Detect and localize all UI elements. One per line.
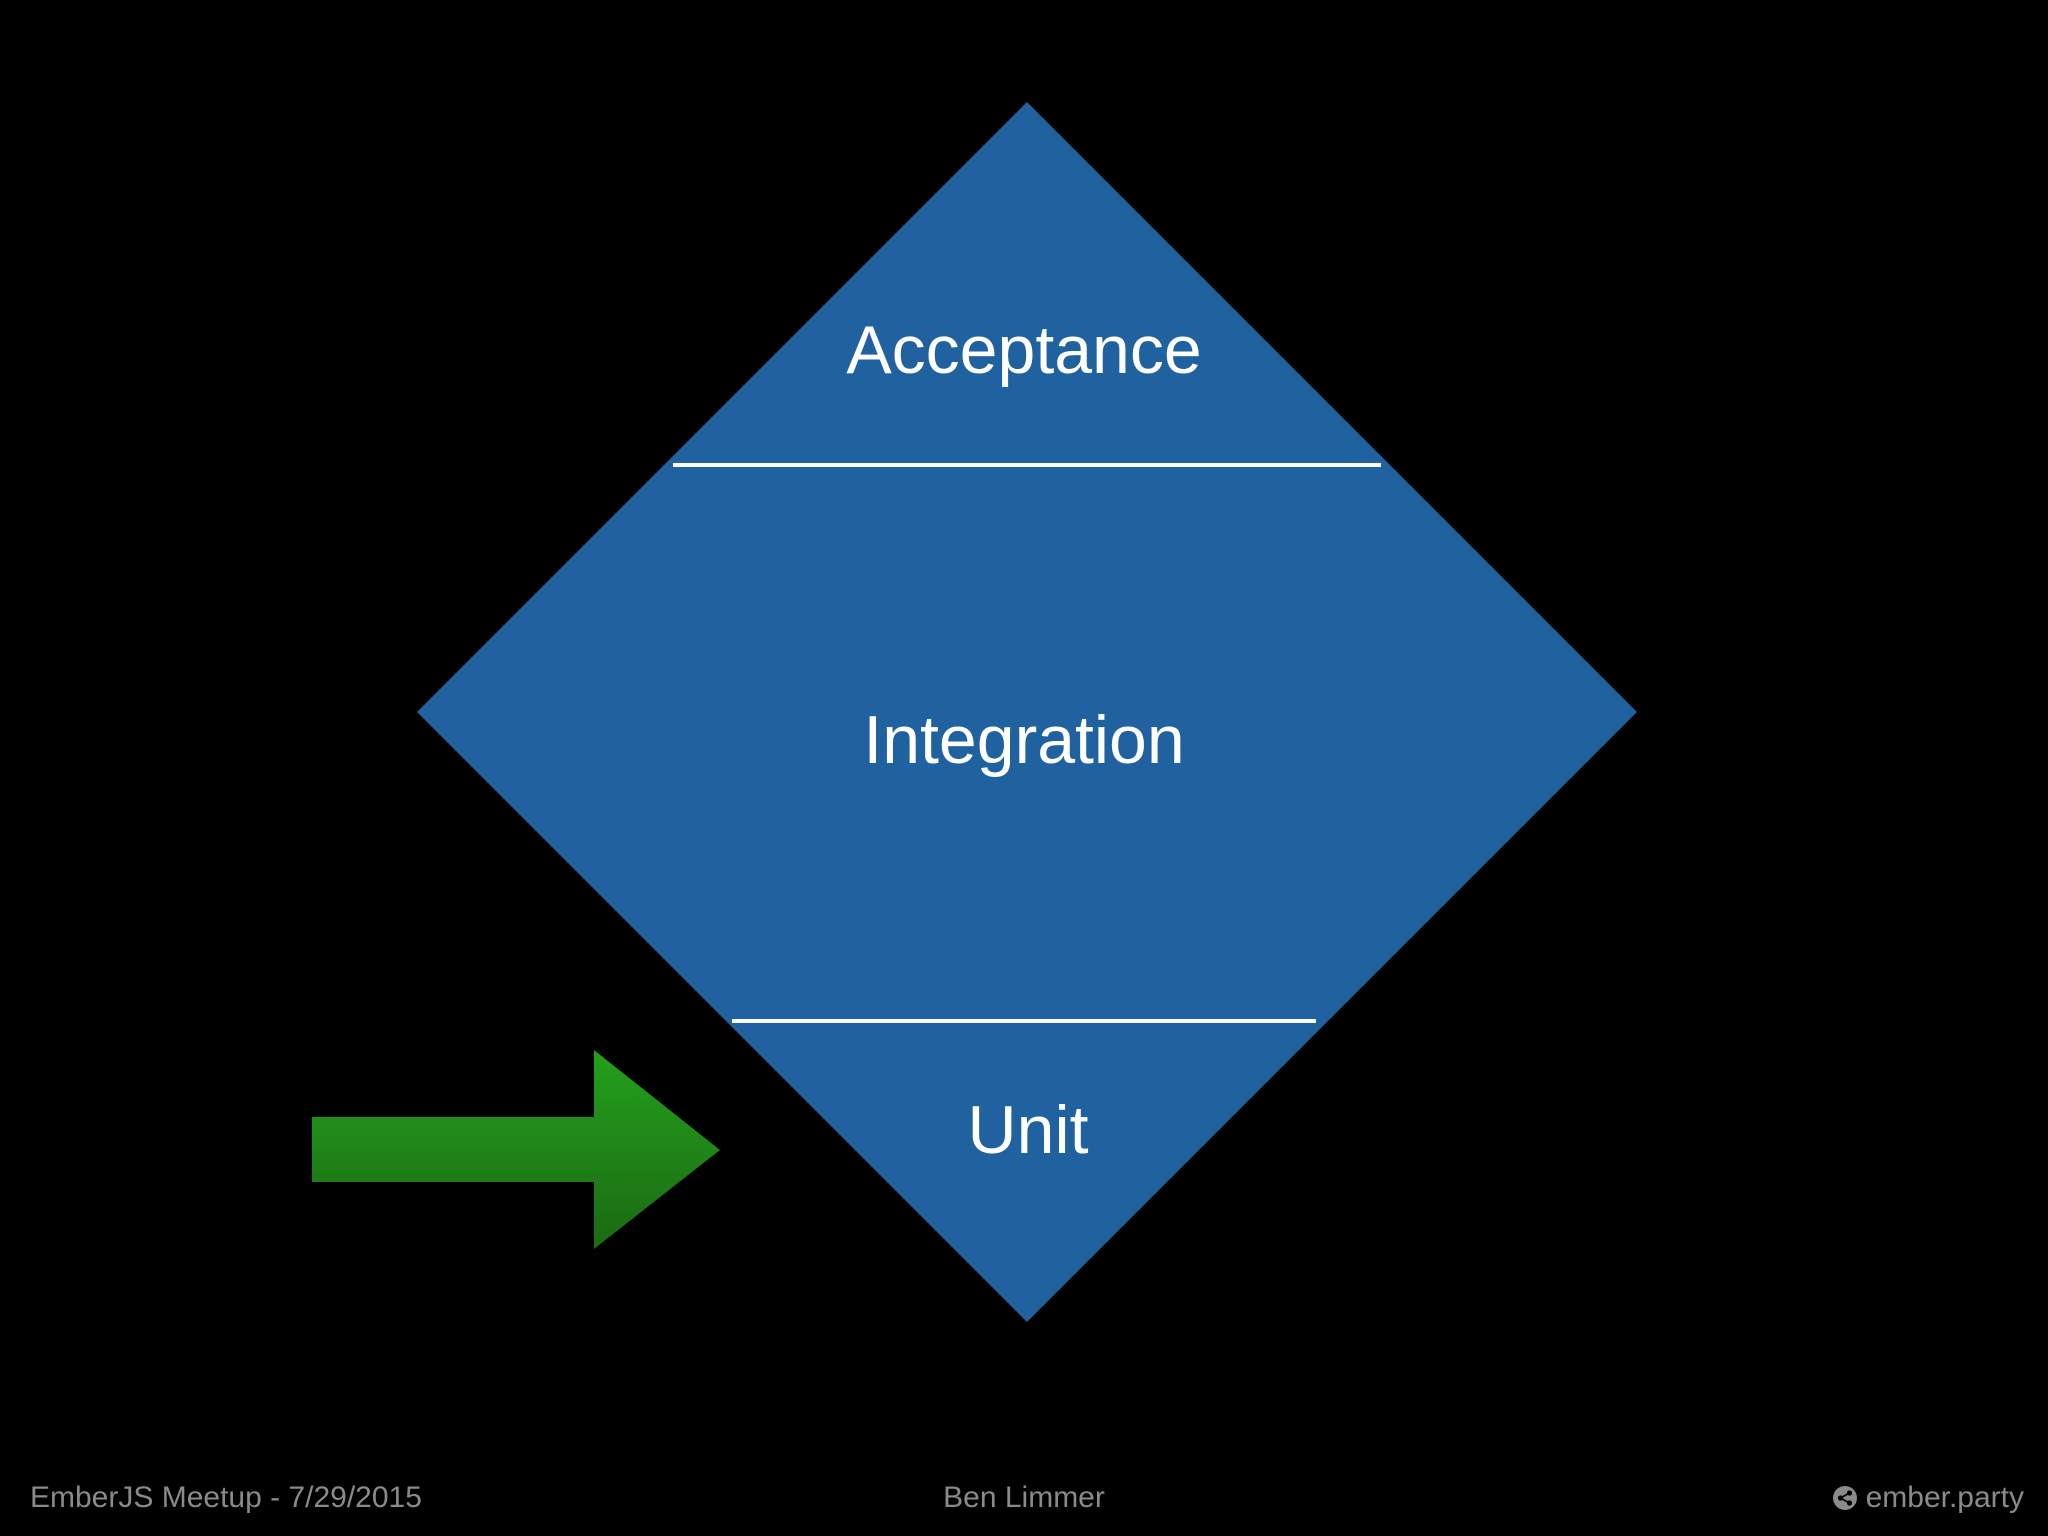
- layer-label-integration: Integration: [863, 702, 1184, 778]
- right-arrow-icon: [312, 1050, 720, 1249]
- footer-event: EmberJS Meetup - 7/29/2015: [30, 1481, 422, 1514]
- footer-speaker: Ben Limmer: [943, 1481, 1105, 1514]
- layer-label-unit: Unit: [968, 1092, 1089, 1168]
- footer-site-label: ember.party: [1865, 1481, 2024, 1514]
- share-icon: [1832, 1486, 1857, 1510]
- diamond-shape: [417, 102, 1637, 1322]
- layer-label-acceptance: Acceptance: [846, 312, 1201, 388]
- footer-site[interactable]: ember.party: [1832, 1480, 2024, 1516]
